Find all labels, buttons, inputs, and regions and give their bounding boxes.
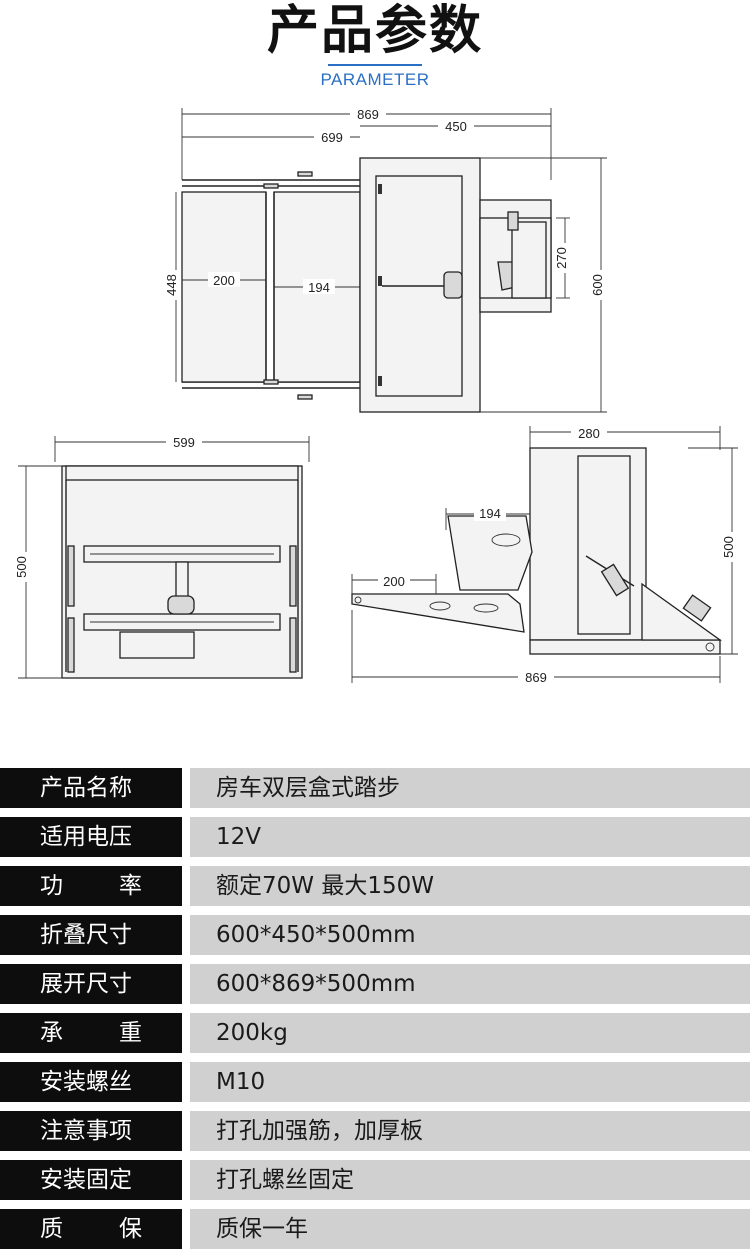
dim-top-total: 869 [357, 107, 379, 122]
spec-label-char: 承 [40, 1020, 63, 1046]
dim-side-top: 280 [578, 426, 600, 441]
dim-side-step: 200 [383, 574, 405, 589]
spec-label-char: 功 [40, 873, 63, 899]
spec-row: 安装螺丝 M10 [0, 1062, 750, 1102]
spec-label: 展开尺寸 [0, 964, 182, 1004]
front-view-drawing: 599 500 [14, 434, 310, 679]
page-title: 产品参数 [266, 1, 483, 61]
dim-top-motor: 270 [554, 247, 569, 269]
spec-row: 折叠尺寸 600*450*500mm [0, 915, 750, 955]
spec-label-char: 质 [40, 1216, 63, 1242]
spec-label: 适用电压 [0, 817, 182, 857]
dim-side-total: 869 [525, 670, 547, 685]
spec-label: 功 率 [0, 866, 182, 906]
spec-label: 质 保 [0, 1209, 182, 1249]
spec-value: 房车双层盒式踏步 [190, 768, 750, 808]
spec-label: 注意事项 [0, 1111, 182, 1151]
spec-label: 产品名称 [0, 768, 182, 808]
technical-drawing: 869 699 450 448 200 194 [14, 106, 742, 685]
spec-value: 600*869*500mm [190, 964, 750, 1004]
spec-label-char: 保 [119, 1216, 142, 1242]
spec-value: 质保一年 [190, 1209, 750, 1249]
spec-row: 承 重 200kg [0, 1013, 750, 1053]
spec-row: 产品名称 房车双层盒式踏步 [0, 768, 750, 808]
spec-label: 承 重 [0, 1013, 182, 1053]
dim-side-height: 500 [721, 536, 736, 558]
spec-value: 600*450*500mm [190, 915, 750, 955]
dim-side-arm: 194 [479, 506, 501, 521]
dim-top-left-inner: 200 [213, 273, 235, 288]
spec-label-char: 率 [119, 873, 142, 899]
spec-value: 12V [190, 817, 750, 857]
spec-row: 适用电压 12V [0, 817, 750, 857]
spec-value: 打孔加强筋，加厚板 [190, 1111, 750, 1151]
dim-top-center-inner: 194 [308, 280, 330, 295]
dim-top-depth: 448 [164, 274, 179, 296]
spec-row: 安装固定 打孔螺丝固定 [0, 1160, 750, 1200]
dim-top-height: 600 [590, 274, 605, 296]
spec-label: 安装螺丝 [0, 1062, 182, 1102]
top-view-drawing: 869 699 450 448 200 194 [164, 106, 610, 413]
subtitle-underline [328, 64, 422, 66]
spec-value: M10 [190, 1062, 750, 1102]
dim-top-left: 699 [321, 130, 343, 145]
dim-front-height: 500 [14, 556, 29, 578]
dim-front-width: 599 [173, 435, 195, 450]
spec-row: 功 率 额定70W 最大150W [0, 866, 750, 906]
spec-value: 打孔螺丝固定 [190, 1160, 750, 1200]
spec-value: 200kg [190, 1013, 750, 1053]
spec-label: 安装固定 [0, 1160, 182, 1200]
side-view-drawing: 280 194 200 500 8 [351, 424, 742, 685]
spec-row: 注意事项 打孔加强筋，加厚板 [0, 1111, 750, 1151]
dim-top-right: 450 [445, 119, 467, 134]
spec-label: 折叠尺寸 [0, 915, 182, 955]
spec-value: 额定70W 最大150W [190, 866, 750, 906]
spec-row: 质 保 质保一年 [0, 1209, 750, 1249]
spec-row: 展开尺寸 600*869*500mm [0, 964, 750, 1004]
page-subtitle: PARAMETER [320, 70, 430, 89]
spec-label-char: 重 [119, 1020, 142, 1046]
